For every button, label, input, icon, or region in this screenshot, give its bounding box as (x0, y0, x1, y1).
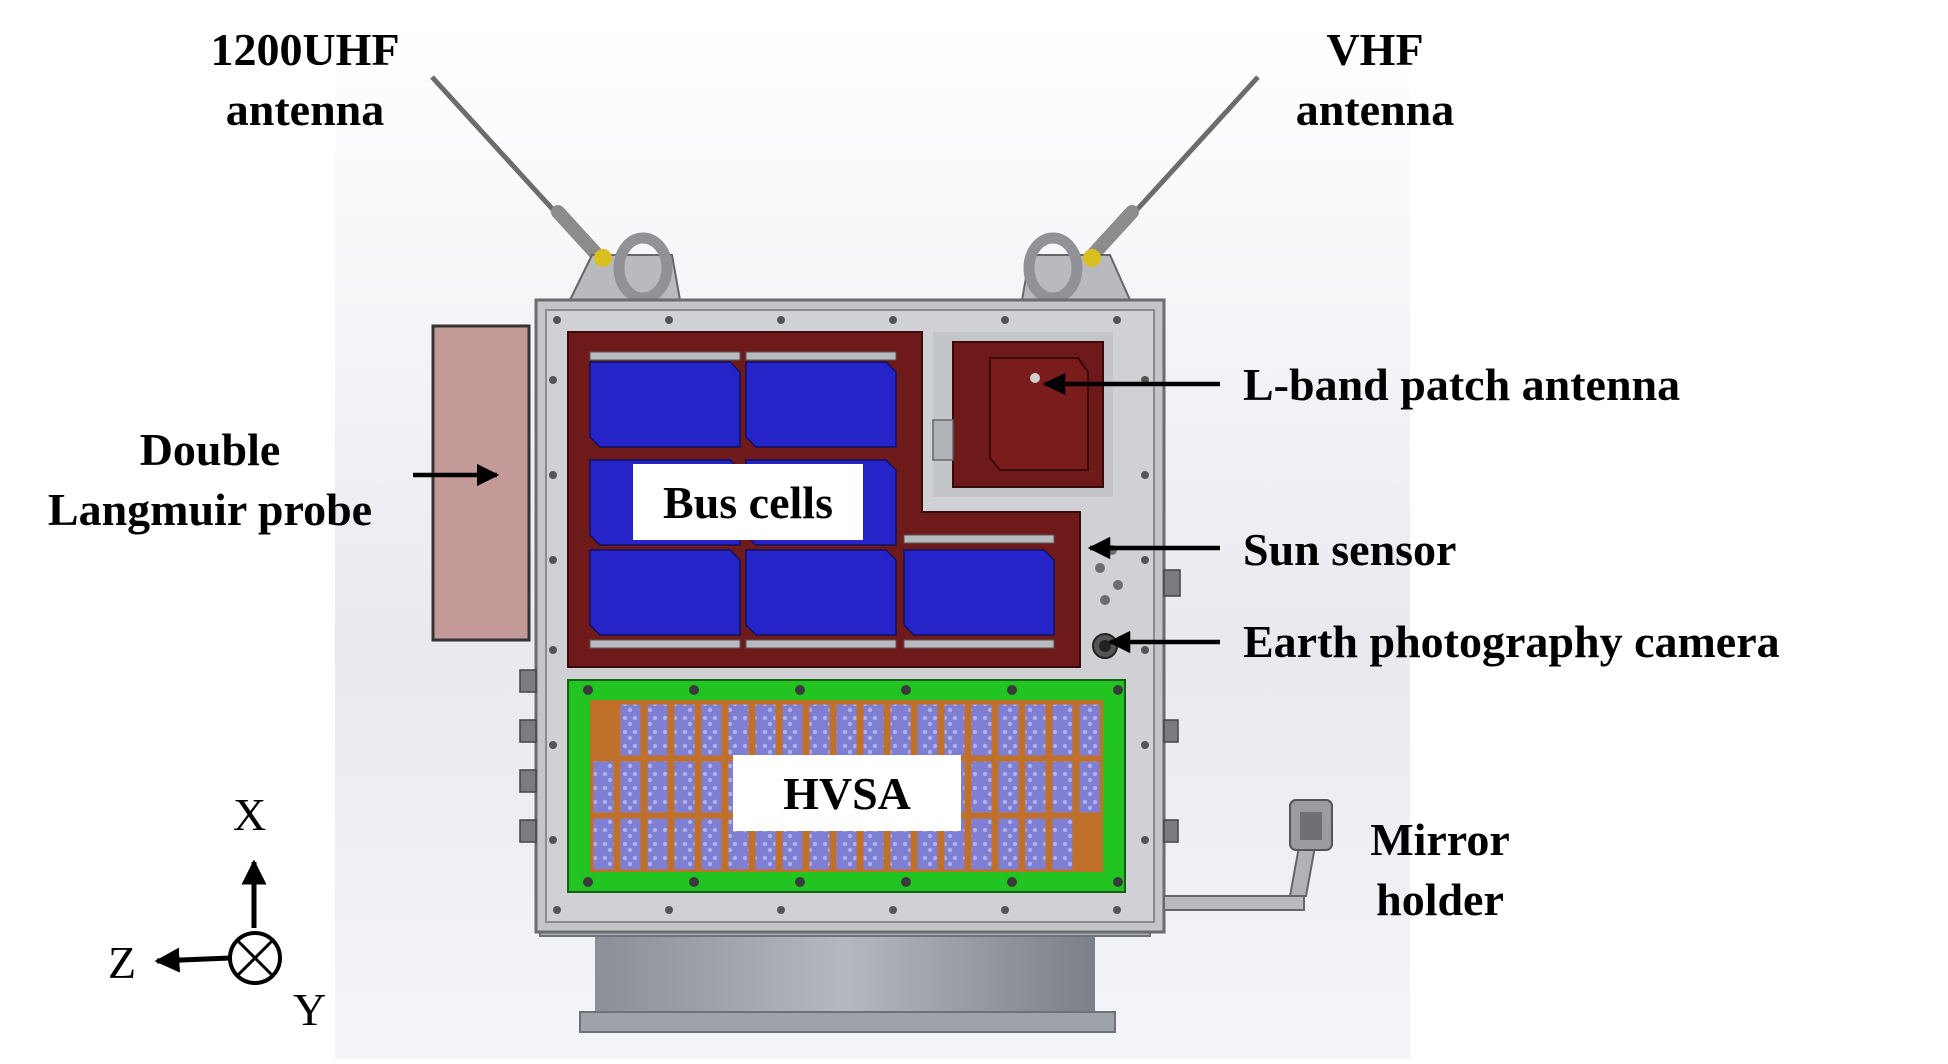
langmuir-probe-plate (431, 324, 531, 642)
hvsa-cell (700, 703, 723, 757)
label-hvsa: HVSA (733, 755, 961, 831)
hvsa-cell (970, 817, 993, 871)
hvsa-cell (700, 817, 723, 871)
hvsa-cell (1024, 760, 1047, 814)
hvsa-cell (943, 703, 966, 757)
hvsa-cell (619, 703, 642, 757)
hvsa-cell (646, 817, 669, 871)
axis-x-label: X (233, 789, 267, 840)
hvsa-cell (970, 760, 993, 814)
label-uhf-antenna: 1200UHF antenna (210, 24, 400, 135)
label-mirror-holder: Mirror holder (1370, 814, 1510, 925)
bus-solar-cell (589, 361, 741, 448)
hvsa-cell (970, 703, 993, 757)
hvsa-cell (997, 817, 1020, 871)
hvsa-cell (1078, 703, 1101, 757)
hvsa-cell (1051, 760, 1074, 814)
earth-camera (1092, 633, 1118, 659)
bus-solar-cell (745, 361, 897, 448)
hvsa-cell (592, 760, 615, 814)
hvsa-cell (619, 760, 642, 814)
axis-z-label: Z (108, 937, 137, 988)
bus-solar-cell (903, 549, 1055, 636)
hvsa-cell (1078, 760, 1101, 814)
label-lband-antenna: L-band patch antenna (1243, 359, 1681, 410)
label-vhf-antenna: VHF antenna (1295, 24, 1455, 135)
axis-triad (154, 859, 282, 985)
hvsa-cell (862, 703, 885, 757)
hvsa-cell (781, 703, 804, 757)
uhf-antenna-rod (430, 75, 607, 265)
hvsa-cell (808, 703, 831, 757)
hvsa-cell (997, 703, 1020, 757)
mirror-holder (1163, 799, 1333, 911)
hvsa-cell (1024, 817, 1047, 871)
separation-cylinder (539, 919, 1151, 1033)
hvsa-cell (1051, 817, 1074, 871)
callout-arrows (413, 372, 1220, 654)
hvsa-cell (700, 760, 723, 814)
hvsa-cell (619, 817, 642, 871)
hvsa-cell (673, 817, 696, 871)
hvsa-cell (916, 703, 939, 757)
hvsa-cell (673, 760, 696, 814)
label-bus-cells: Bus cells (633, 464, 863, 540)
label-sun-sensor: Sun sensor (1243, 524, 1457, 575)
hvsa-cell (646, 703, 669, 757)
hvsa-cell (727, 703, 750, 757)
hvsa-cell (673, 703, 696, 757)
bus-solar-cell (589, 549, 741, 636)
hvsa-cell (1024, 703, 1047, 757)
axis-y-label: Y (293, 984, 327, 1035)
label-langmuir-probe: Double Langmuir probe (47, 424, 373, 535)
hvsa-cell (835, 703, 858, 757)
hvsa-cell (997, 760, 1020, 814)
hvsa-cell (646, 760, 669, 814)
hvsa-cell (889, 703, 912, 757)
hvsa-cell (754, 703, 777, 757)
hvsa-cell (1051, 703, 1074, 757)
vhf-antenna-rod (1083, 75, 1260, 265)
hvsa-cell (592, 817, 615, 871)
label-earth-camera: Earth photography camera (1243, 616, 1780, 667)
bus-solar-cell (745, 549, 897, 636)
